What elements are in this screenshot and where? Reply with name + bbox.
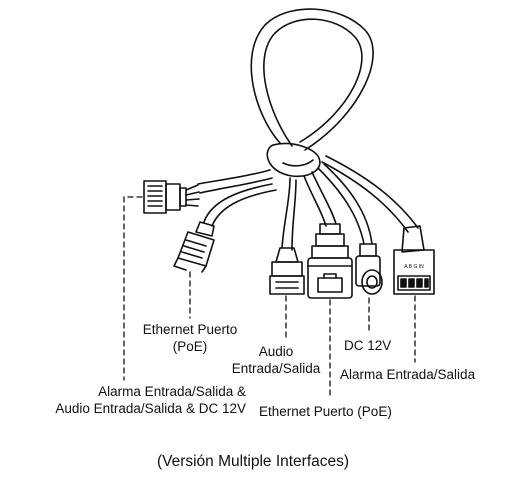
leader-lines	[123, 196, 416, 399]
ethernet-left-label-line2: (PoE)	[172, 339, 208, 354]
dc-cable	[317, 163, 373, 245]
alarm-combo-label: Alarma Entrada/Salida & Audio Entrada/Sa…	[4, 383, 246, 417]
terminal-pin-letters: A B G IN	[404, 264, 424, 270]
audio-cable	[281, 177, 297, 251]
left-rj45-plug	[173, 221, 215, 273]
ethernet-bottom-label: Ethernet Puerto (PoE)	[259, 404, 392, 419]
cable-loop	[250, 8, 374, 178]
ethernet-cable	[303, 171, 337, 227]
alarm-combo-label-line2: Audio Entrada/Salida & DC 12V	[55, 401, 246, 416]
multi-pin-connector	[143, 180, 200, 214]
alarm-combo-label-line1: Alarma Entrada/Salida &	[98, 384, 246, 399]
diagram-caption: (Versión Multiple Interfaces)	[156, 453, 350, 470]
alarm-terminal-block	[393, 225, 435, 295]
cable-to-multi-connector	[197, 169, 273, 194]
audio-label-line1: Audio	[258, 344, 294, 359]
alarm-cable	[321, 155, 419, 233]
audio-connector	[269, 247, 305, 295]
audio-label-line2: Entrada/Salida	[231, 361, 321, 376]
cable-to-left-rj45	[203, 183, 277, 227]
dc-label: DC 12V	[344, 338, 392, 353]
ethernet-left-label-line1: Ethernet Puerto	[142, 322, 238, 337]
audio-label: Audio Entrada/Salida	[216, 343, 336, 377]
ethernet-waterproof-jack	[307, 223, 353, 299]
ethernet-left-label: Ethernet Puerto (PoE)	[125, 321, 255, 355]
alarm-right-label: Alarma Entrada/Salida	[340, 367, 476, 382]
dc-jack	[355, 243, 383, 295]
